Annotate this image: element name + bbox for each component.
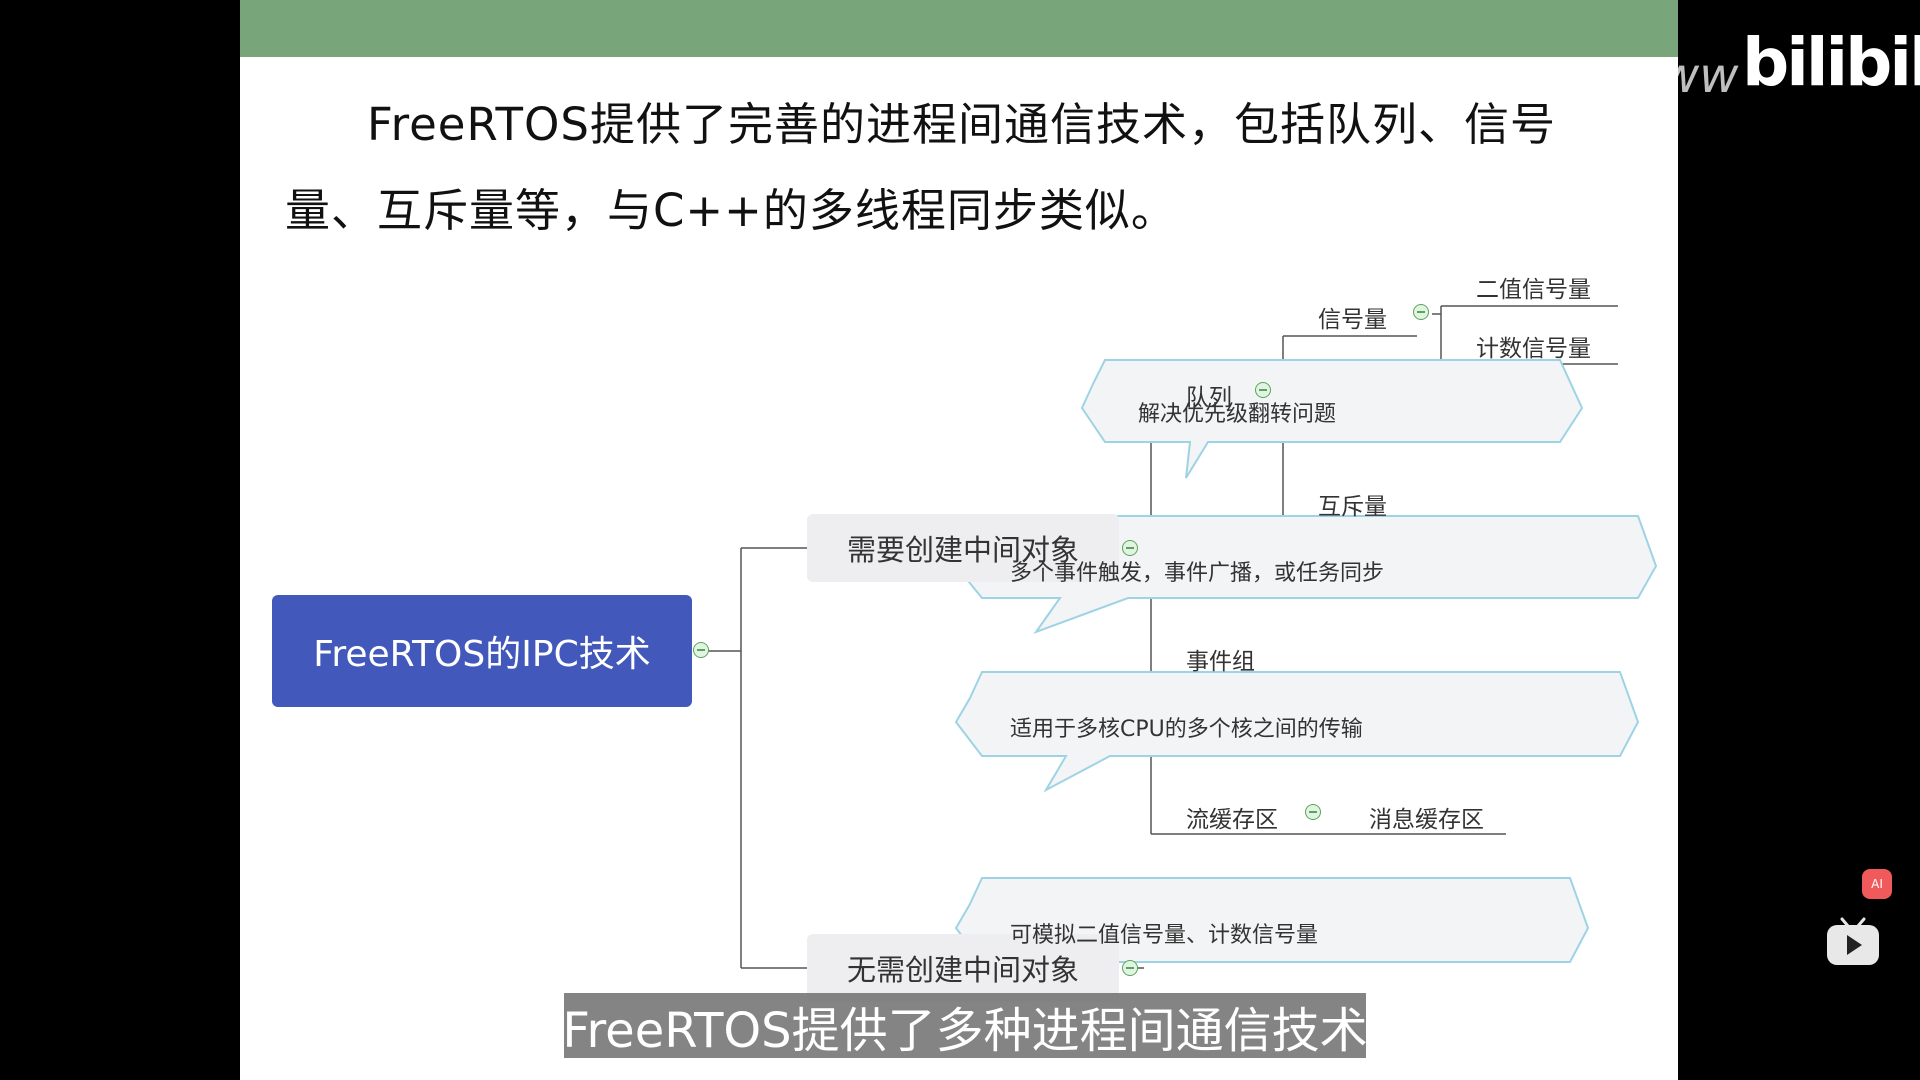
- paragraph-line-1: FreeRTOS提供了完善的进程间通信技术，包括队列、信号: [367, 98, 1556, 151]
- node-event-group[interactable]: 事件组: [1186, 649, 1255, 675]
- node-message-buffer[interactable]: 消息缓存区: [1369, 807, 1484, 833]
- callout-mutex-note: [1080, 359, 1584, 479]
- watermark-text: ww: [1660, 48, 1739, 104]
- branch-need-object-node[interactable]: 需要创建中间对象: [807, 514, 1119, 582]
- bilibili-tv-play-icon[interactable]: [1826, 915, 1880, 967]
- collapse-toggle-icon[interactable]: [1122, 960, 1138, 976]
- node-semaphore[interactable]: 信号量: [1318, 307, 1387, 333]
- collapse-toggle-icon[interactable]: [1122, 540, 1138, 556]
- note-stream-buffer: 适用于多核CPU的多个核之间的传输: [1010, 717, 1363, 742]
- node-binary-semaphore[interactable]: 二值信号量: [1476, 277, 1591, 303]
- slide: FreeRTOS提供了完善的进程间通信技术，包括队列、信号 量、互斥量等，与C+…: [240, 0, 1678, 1080]
- note-mutex: 解决优先级翻转问题: [1138, 402, 1337, 427]
- collapse-toggle-icon[interactable]: [1305, 804, 1321, 820]
- note-event-group: 多个事件触发，事件广播，或任务同步: [1010, 561, 1385, 586]
- node-counting-semaphore[interactable]: 计数信号量: [1476, 336, 1591, 362]
- collapse-toggle-icon[interactable]: [693, 642, 709, 658]
- node-mutex[interactable]: 互斥量: [1318, 494, 1387, 520]
- branch-no-object-node[interactable]: 无需创建中间对象: [807, 934, 1119, 1002]
- ai-badge-icon[interactable]: AI: [1862, 869, 1892, 899]
- collapse-toggle-icon[interactable]: [1413, 304, 1429, 320]
- node-stream-buffer[interactable]: 流缓存区: [1186, 807, 1278, 833]
- collapse-toggle-icon[interactable]: [1255, 382, 1271, 398]
- callout-stream-buffer-note: [954, 671, 1640, 793]
- note-no-object: 可模拟二值信号量、计数信号量: [1010, 923, 1319, 948]
- paragraph-line-2: 量、互斥量等，与C++的多线程同步类似。: [285, 184, 1177, 237]
- bilibili-logo: bilibili: [1742, 24, 1920, 101]
- node-queue[interactable]: 队列: [1186, 385, 1232, 411]
- video-subtitle: FreeRTOS提供了多种进程间通信技术: [562, 993, 1368, 1059]
- mindmap-root-node[interactable]: FreeRTOS的IPC技术: [272, 595, 692, 707]
- slide-top-bar: [240, 0, 1678, 57]
